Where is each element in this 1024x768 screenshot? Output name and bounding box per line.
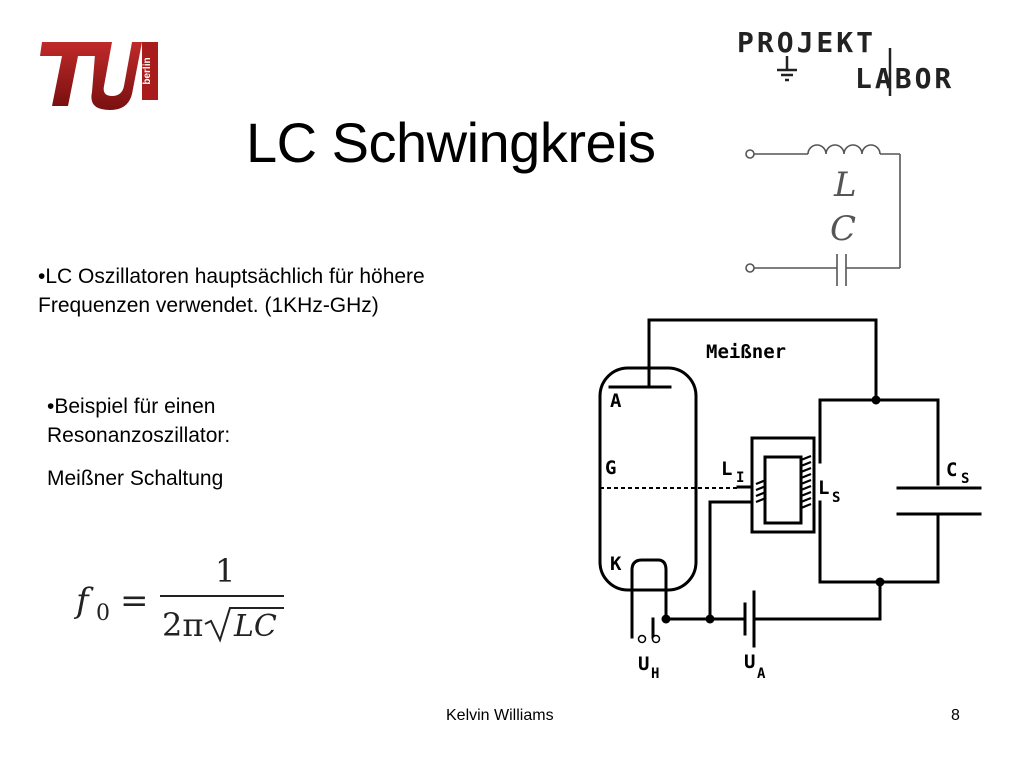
coil-ls-label: L xyxy=(818,477,829,499)
coil-li-label: L xyxy=(721,458,732,480)
formula-lhs-subscript: 0 xyxy=(96,601,110,626)
formula-radicand: LC xyxy=(233,609,277,644)
supply-uh-subscript: H xyxy=(651,666,659,682)
supply-uh-label: U xyxy=(638,653,649,675)
lc-circuit-symbol: L C xyxy=(745,144,901,286)
logo-line1: PROJEKT xyxy=(737,26,876,59)
bullet-resonance-example: •Beispiel für einen Resonanzoszillator: xyxy=(47,395,231,447)
logo-line2: LABOR xyxy=(855,62,954,95)
tu-berlin-logo: berlin xyxy=(40,42,158,110)
meissner-title: Meißner xyxy=(706,341,786,363)
projekt-labor-logo: PROJEKT LABOR xyxy=(737,26,954,96)
formula-equals: = xyxy=(120,581,149,621)
grid-label: G xyxy=(605,457,616,479)
inductor-label: L xyxy=(833,165,857,205)
anode-label: A xyxy=(610,390,622,412)
supply-ua-label: U xyxy=(744,651,755,673)
formula-lhs: f xyxy=(73,581,94,621)
bullet-lc-oscillators: •LC Oszillatoren hauptsächlich für höher… xyxy=(38,265,425,317)
tu-logo-text: berlin xyxy=(142,57,153,84)
formula-denominator-prefix: 2π xyxy=(162,606,203,644)
coil-li-subscript: I xyxy=(736,470,744,486)
capacitor-cs-label: C xyxy=(946,459,957,481)
cathode-label: K xyxy=(610,553,622,575)
footer-author: Kelvin Williams xyxy=(446,707,554,724)
slide-title: LC Schwingkreis xyxy=(246,111,656,174)
capacitor-cs-subscript: S xyxy=(961,471,969,487)
capacitor-label: C xyxy=(830,209,856,249)
meissner-circuit-text: Meißner Schaltung xyxy=(47,467,224,490)
formula-numerator: 1 xyxy=(215,552,235,590)
meissner-circuit-diagram: Meißner A G K L I L S C S U H U A xyxy=(598,318,982,682)
page-number: 8 xyxy=(951,707,960,724)
resonance-frequency-formula: f 0 = 1 2π LC xyxy=(73,552,284,644)
supply-ua-subscript: A xyxy=(757,666,766,682)
coil-ls-subscript: S xyxy=(832,490,840,506)
